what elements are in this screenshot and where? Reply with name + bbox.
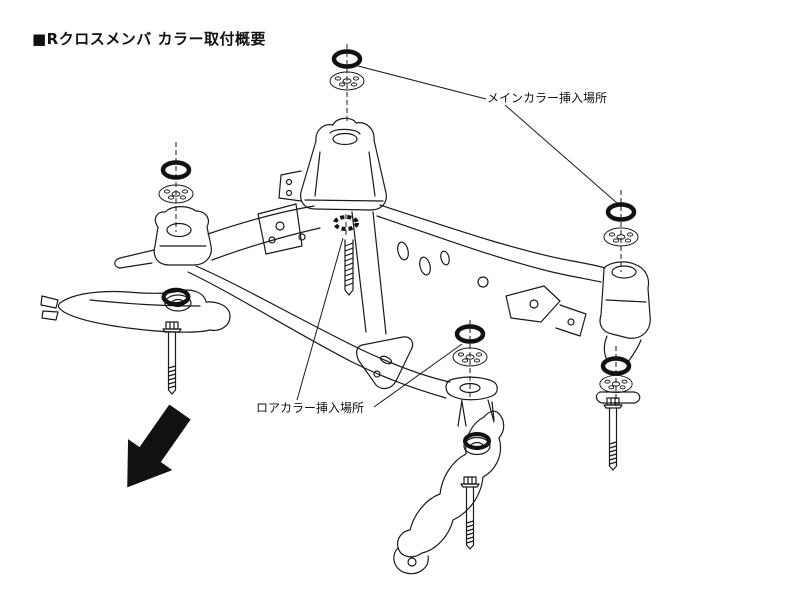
bottom-lower-arm bbox=[393, 401, 505, 575]
bottom-arm-bushing-ring bbox=[465, 434, 489, 448]
front-direction-arrow bbox=[127, 404, 191, 488]
left-lower-arm bbox=[40, 289, 231, 333]
main-collar-leader-right bbox=[504, 104, 618, 204]
diagram-title: ■Rクロスメンバ カラー取付概要 bbox=[32, 30, 266, 48]
main-collar-leader-top bbox=[357, 65, 487, 100]
right-mount-bolt bbox=[603, 397, 623, 471]
center-threaded-stud bbox=[344, 239, 354, 296]
right-collar-oring bbox=[608, 205, 634, 220]
crossmember-body bbox=[114, 117, 651, 427]
main-collar-label: メインカラー挿入場所 bbox=[487, 91, 608, 105]
left-mount-bolt bbox=[162, 321, 182, 395]
lower-collar-leader-middle bbox=[373, 343, 463, 408]
lower-middle-collar-oring bbox=[457, 327, 483, 342]
center-collar-installed bbox=[333, 215, 359, 231]
lower-collar-leader-center bbox=[296, 237, 344, 401]
lower-collar-label: ロアカラー挿入場所 bbox=[256, 401, 365, 415]
centerlines bbox=[175, 44, 622, 406]
leader-lines bbox=[296, 65, 618, 408]
top-collar-oring bbox=[334, 52, 360, 67]
